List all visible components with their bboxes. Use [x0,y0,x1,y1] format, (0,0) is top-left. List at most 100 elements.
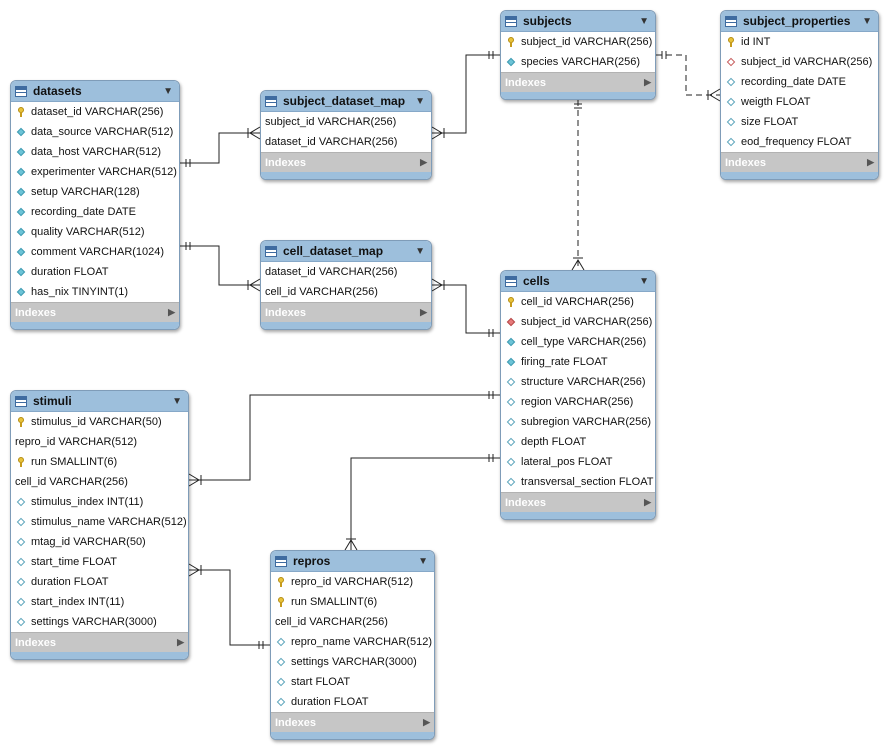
column-firing-rate[interactable]: firing_rate FLOAT [501,352,655,372]
indexes-section[interactable]: Indexes▶ [11,302,179,322]
column-duration[interactable]: duration FLOAT [11,262,179,282]
column-repro-name[interactable]: repro_name VARCHAR(512) [271,632,434,652]
column-subject-id[interactable]: subject_id VARCHAR(256) [261,112,431,132]
column-settings[interactable]: settings VARCHAR(3000) [11,612,188,632]
table-subject-dataset-map[interactable]: subject_dataset_map▼subject_id VARCHAR(2… [260,90,432,180]
column-settings[interactable]: settings VARCHAR(3000) [271,652,434,672]
collapse-arrow-icon[interactable]: ▼ [862,15,872,27]
column-repro-id[interactable]: repro_id VARCHAR(512) [11,432,188,452]
column-run[interactable]: run SMALLINT(6) [271,592,434,612]
column-transversal-section[interactable]: transversal_section FLOAT [501,472,655,492]
indexes-section[interactable]: Indexes▶ [501,72,655,92]
column-region[interactable]: region VARCHAR(256) [501,392,655,412]
column-diamond-icon [725,96,737,108]
column-eod-frequency[interactable]: eod_frequency FLOAT [721,132,878,152]
column-cell-id[interactable]: cell_id VARCHAR(256) [261,282,431,302]
column-species[interactable]: species VARCHAR(256) [501,52,655,72]
table-subject-properties[interactable]: subject_properties▼id INT subject_id VARC… [720,10,879,180]
table-header[interactable]: subjects▼ [501,11,655,32]
column-data-source[interactable]: data_source VARCHAR(512) [11,122,179,142]
column-recording-date[interactable]: recording_date DATE [11,202,179,222]
collapse-arrow-icon[interactable]: ▼ [415,95,425,107]
column-label: id INT [741,36,771,48]
indexes-section[interactable]: Indexes▶ [721,152,878,172]
table-header[interactable]: subject_dataset_map▼ [261,91,431,112]
column-quality[interactable]: quality VARCHAR(512) [11,222,179,242]
indexes-section[interactable]: Indexes▶ [11,632,188,652]
column-stimulus-index[interactable]: stimulus_index INT(11) [11,492,188,512]
column-recording-date[interactable]: recording_date DATE [721,72,878,92]
collapse-arrow-icon[interactable]: ▼ [639,15,649,27]
column-start-index[interactable]: start_index INT(11) [11,592,188,612]
expand-arrow-icon[interactable]: ▶ [644,497,651,507]
expand-arrow-icon[interactable]: ▶ [420,157,427,167]
table-header[interactable]: subject_properties▼ [721,11,878,32]
table-header[interactable]: stimuli▼ [11,391,188,412]
column-stimulus-name[interactable]: stimulus_name VARCHAR(512) [11,512,188,532]
column-size[interactable]: size FLOAT [721,112,878,132]
expand-arrow-icon[interactable]: ▶ [420,307,427,317]
column-structure[interactable]: structure VARCHAR(256) [501,372,655,392]
collapse-arrow-icon[interactable]: ▼ [418,555,428,567]
expand-arrow-icon[interactable]: ▶ [168,307,175,317]
table-cells[interactable]: cells▼cell_id VARCHAR(256)subject_id VAR… [500,270,656,520]
table-datasets[interactable]: datasets▼dataset_id VARCHAR(256)data_sou… [10,80,180,330]
collapse-arrow-icon[interactable]: ▼ [415,245,425,257]
column-start-time[interactable]: start_time FLOAT [11,552,188,572]
indexes-section[interactable]: Indexes▶ [261,152,431,172]
table-header[interactable]: repros▼ [271,551,434,572]
indexes-section[interactable]: Indexes▶ [271,712,434,732]
table-stimuli[interactable]: stimuli▼stimulus_id VARCHAR(50)repro_id … [10,390,189,660]
expand-arrow-icon[interactable]: ▶ [644,77,651,87]
column-cell-id[interactable]: cell_id VARCHAR(256) [271,612,434,632]
column-duration[interactable]: duration FLOAT [11,572,188,592]
primary-key-icon [15,106,27,118]
column-has-nix[interactable]: has_nix TINYINT(1) [11,282,179,302]
column-experimenter[interactable]: experimenter VARCHAR(512) [11,162,179,182]
column-mtag-id[interactable]: mtag_id VARCHAR(50) [11,532,188,552]
column-setup[interactable]: setup VARCHAR(128) [11,182,179,202]
table-footer [501,512,655,519]
column-repro-id[interactable]: repro_id VARCHAR(512) [271,572,434,592]
column-run[interactable]: run SMALLINT(6) [11,452,188,472]
rel-datasets-cell-dataset-map [180,245,260,286]
table-header[interactable]: datasets▼ [11,81,179,102]
column-comment[interactable]: comment VARCHAR(1024) [11,242,179,262]
table-subjects[interactable]: subjects▼subject_id VARCHAR(256)species … [500,10,656,100]
indexes-label: Indexes [505,496,546,509]
column-diamond-icon [15,246,27,258]
table-repros[interactable]: repros▼repro_id VARCHAR(512)run SMALLINT… [270,550,435,740]
column-dataset-id[interactable]: dataset_id VARCHAR(256) [261,262,431,282]
column-cell-type[interactable]: cell_type VARCHAR(256) [501,332,655,352]
primary-key-icon [505,36,517,48]
column-weigth[interactable]: weigth FLOAT [721,92,878,112]
column-duration[interactable]: duration FLOAT [271,692,434,712]
table-header[interactable]: cells▼ [501,271,655,292]
expand-arrow-icon[interactable]: ▶ [177,637,184,647]
collapse-arrow-icon[interactable]: ▼ [172,395,182,407]
table-cell-dataset-map[interactable]: cell_dataset_map▼dataset_id VARCHAR(256)… [260,240,432,330]
collapse-arrow-icon[interactable]: ▼ [163,85,173,97]
column-dataset-id[interactable]: dataset_id VARCHAR(256) [11,102,179,122]
expand-arrow-icon[interactable]: ▶ [867,157,874,167]
collapse-arrow-icon[interactable]: ▼ [639,275,649,287]
column-label: firing_rate FLOAT [521,356,608,368]
indexes-section[interactable]: Indexes▶ [261,302,431,322]
column-data-host[interactable]: data_host VARCHAR(512) [11,142,179,162]
column-label: comment VARCHAR(1024) [31,246,165,258]
column-stimulus-id[interactable]: stimulus_id VARCHAR(50) [11,412,188,432]
column-cell-id[interactable]: cell_id VARCHAR(256) [501,292,655,312]
table-header[interactable]: cell_dataset_map▼ [261,241,431,262]
column-subject-id[interactable]: subject_id VARCHAR(256) [721,52,878,72]
column-dataset-id[interactable]: dataset_id VARCHAR(256) [261,132,431,152]
column-cell-id[interactable]: cell_id VARCHAR(256) [11,472,188,492]
column-subject-id[interactable]: subject_id VARCHAR(256) [501,312,655,332]
column-id[interactable]: id INT [721,32,878,52]
column-depth[interactable]: depth FLOAT [501,432,655,452]
column-subregion[interactable]: subregion VARCHAR(256) [501,412,655,432]
column-start[interactable]: start FLOAT [271,672,434,692]
column-subject-id[interactable]: subject_id VARCHAR(256) [501,32,655,52]
column-lateral-pos[interactable]: lateral_pos FLOAT [501,452,655,472]
expand-arrow-icon[interactable]: ▶ [423,717,430,727]
indexes-section[interactable]: Indexes ▶ [501,492,655,512]
